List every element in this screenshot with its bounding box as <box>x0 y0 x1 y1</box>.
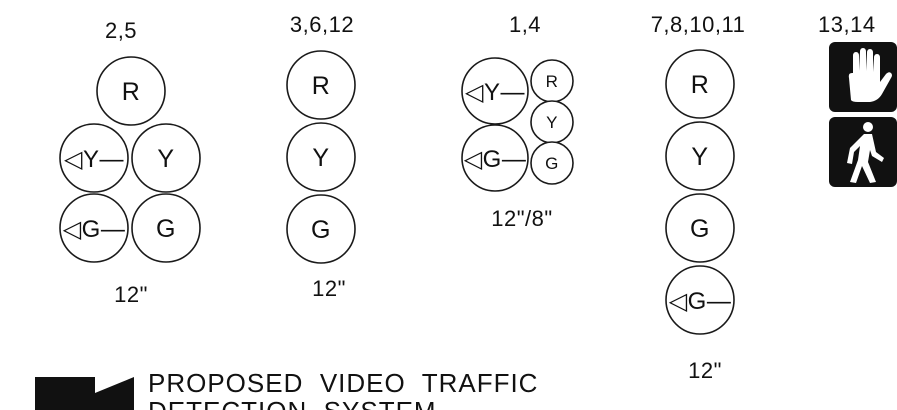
lens-label: R <box>312 72 331 100</box>
lens-label: ◁Y— <box>64 146 124 173</box>
lens-label: R <box>691 71 710 99</box>
signal-lens-red: R <box>96 56 166 126</box>
lens-label: Y <box>691 143 708 171</box>
lens-size-label: 12" <box>114 282 148 307</box>
signal-group-7-8-10-11: 7,8,10,11 R Y G ◁G— 12" <box>651 12 746 383</box>
signal-lens-yellow: Y <box>665 121 735 191</box>
signal-lens-yellow-small: Y <box>530 100 574 144</box>
signal-lens-yellow-arrow: ◁Y— <box>59 123 129 193</box>
lens-label: ◁G— <box>464 146 527 173</box>
signal-lens-green-arrow: ◁G— <box>461 124 529 192</box>
lens-label: G <box>545 154 559 173</box>
legend: PROPOSED VIDEO TRAFFIC DETECTION SYSTEM <box>35 368 538 410</box>
lens-label: G <box>156 215 176 243</box>
lens-label: G <box>311 216 331 244</box>
lens-size-label: 12" <box>312 276 346 301</box>
signal-group-1-4: 1,4 ◁Y— R Y ◁G— G 12"/8" <box>461 12 574 231</box>
signal-group-3-6-12: 3,6,12 R Y G 12" <box>286 12 356 301</box>
lens-label: R <box>546 72 559 91</box>
lens-label: G <box>690 215 710 243</box>
signal-lens-red: R <box>665 49 735 119</box>
signal-lens-green-arrow: ◁G— <box>59 193 129 263</box>
signal-group-2-5: 2,5 R ◁Y— Y ◁G— G 12" <box>59 18 201 307</box>
signal-lens-red: R <box>286 50 356 120</box>
lens-label: Y <box>157 145 174 173</box>
signal-lens-green: G <box>131 193 201 263</box>
legend-line-2: DETECTION SYSTEM <box>148 396 437 410</box>
lens-size-label: 12"/8" <box>491 206 552 231</box>
lens-label: R <box>122 78 141 106</box>
signal-lens-green-arrow: ◁G— <box>665 265 735 335</box>
signal-lens-yellow-arrow: ◁Y— <box>461 57 529 125</box>
signal-lens-yellow: Y <box>131 123 201 193</box>
group-heading: 3,6,12 <box>290 12 354 37</box>
signal-lens-green-small: G <box>530 141 574 185</box>
walking-person-icon <box>829 117 897 187</box>
signal-lens-green: G <box>286 194 356 264</box>
group-heading: 1,4 <box>509 12 541 37</box>
legend-line-1: PROPOSED VIDEO TRAFFIC <box>148 368 538 398</box>
lens-label: ◁G— <box>63 216 126 243</box>
signal-lens-red-small: R <box>530 59 574 103</box>
group-heading: 13,14 <box>818 12 876 37</box>
signal-group-13-14: 13,14 <box>818 12 897 187</box>
signal-lens-yellow: Y <box>286 122 356 192</box>
lens-size-label: 12" <box>688 358 722 383</box>
hand-icon <box>829 42 897 112</box>
lens-label: Y <box>312 144 329 172</box>
signal-lens-green: G <box>665 193 735 263</box>
lens-label: ◁Y— <box>465 79 525 106</box>
video-camera-icon <box>35 377 134 410</box>
lens-label: ◁G— <box>669 288 732 315</box>
lens-label: Y <box>546 113 558 132</box>
group-heading: 2,5 <box>105 18 137 43</box>
group-heading: 7,8,10,11 <box>651 12 746 37</box>
